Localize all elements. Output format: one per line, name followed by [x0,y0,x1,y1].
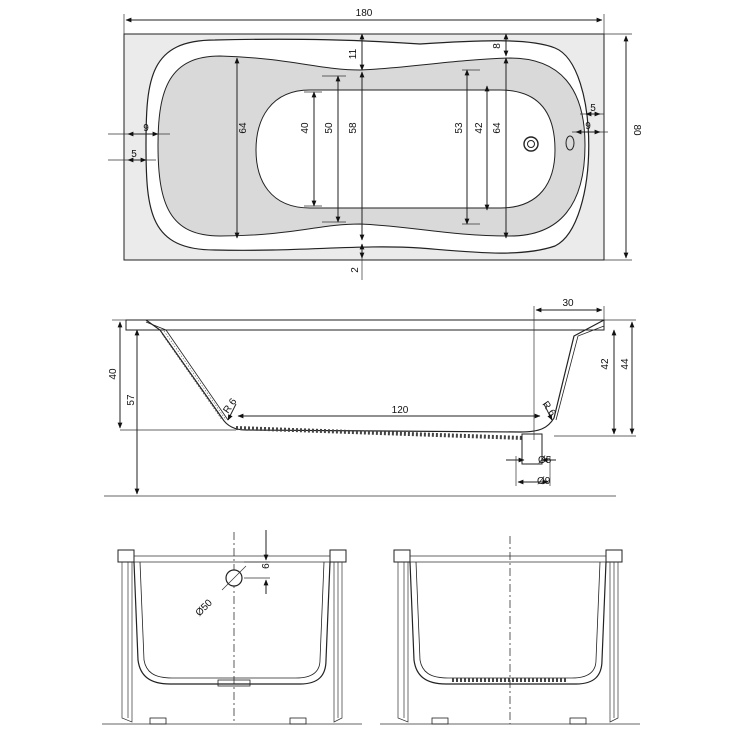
dim-label-120: 120 [392,405,409,416]
dim-label-42: 42 [474,122,485,134]
dim-label-top-width: 30 [562,298,574,309]
dim-label-rim-bottom: 2 [350,267,361,273]
dim-label-left-9: 9 [143,123,149,134]
drain-icon [523,136,539,152]
dim-label-57: 57 [126,394,137,406]
side-rim [125,319,605,331]
dim-label-64-left: 64 [238,122,249,134]
dim-label-rim-top: 11 [348,48,359,59]
dim-label-50: 50 [324,122,335,134]
basin-floor-outline [255,89,556,209]
end-right-basin [409,561,607,685]
dim-label-53: 53 [454,122,465,134]
dim-label-left-5: 5 [131,149,137,160]
dim-label-hole: Ø50 [194,597,215,618]
dim-label-drain-9: Ø9 [537,476,551,487]
side-drain-pipe [521,433,543,465]
overflow-icon [565,135,575,151]
side-view: 30 42 44 40 57 120 R 6 R 6 Ø5 Ø9 [104,298,636,497]
end-view-right [380,536,640,725]
end-left-basin [133,561,331,685]
dim-label-44: 44 [620,358,631,370]
top-view: 180 80 11 2 8 64 40 50 58 [108,8,642,280]
dim-label-radius-left: R 6 [221,396,239,415]
dim-label-42: 42 [600,358,611,370]
dim-label-length: 180 [356,8,373,19]
side-tub-profile [145,319,605,433]
dim-label-40: 40 [108,368,119,380]
dim-label-gap-right-top: 8 [492,43,503,49]
dim-label-64-right: 64 [492,122,503,134]
dim-label-right-9: 9 [585,121,591,132]
side-bottom-hatch [235,426,525,440]
dim-label-offset-9: 9 [259,563,270,569]
end-view-left: 9 Ø50 [102,530,362,725]
dim-label-width: 80 [631,124,642,136]
dim-label-40: 40 [300,122,311,134]
dim-label-drain-5: Ø5 [538,455,552,466]
dim-label-right-5: 5 [590,103,596,114]
dim-label-58: 58 [348,122,359,134]
